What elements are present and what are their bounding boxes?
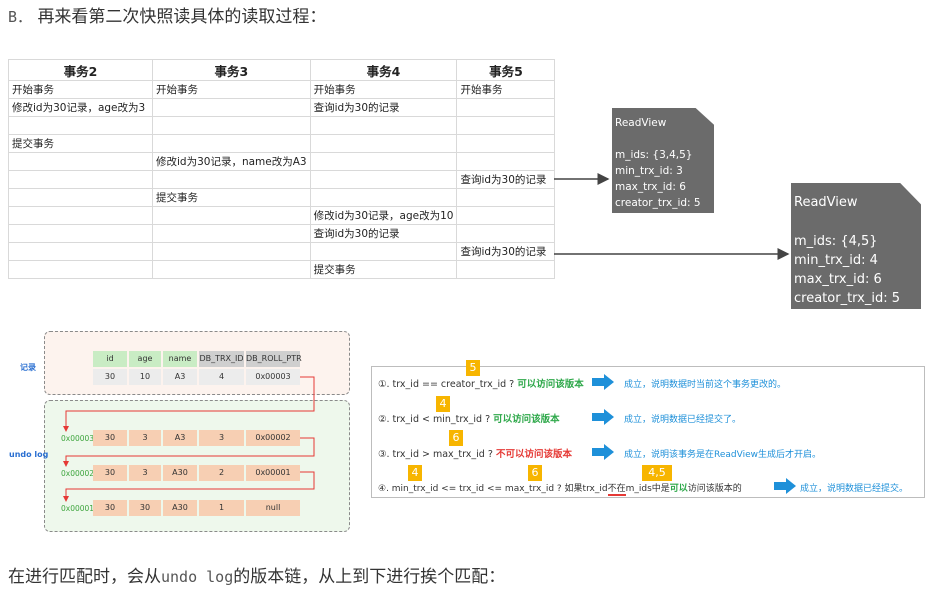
- undo-cell: A3: [163, 430, 197, 446]
- table-row: 查询id为30的记录: [8, 242, 556, 261]
- readview2-mids: m_ids: {4,5}: [794, 234, 878, 249]
- table-cell: 查询id为30的记录: [456, 170, 556, 189]
- heading-prefix: B．: [8, 8, 33, 26]
- rule3-arrow-icon: [592, 444, 614, 460]
- undo-cell: 2: [199, 465, 244, 481]
- rule3-line: ③. trx_id > max_trx_id ? 不可以访问该版本: [378, 446, 572, 460]
- readview2-title: ReadView: [794, 195, 858, 210]
- readview1-creator: creator_trx_id: 5: [615, 197, 701, 209]
- heading-text: 再来看第二次快照读具体的读取过程：: [37, 7, 327, 27]
- rule1-text: ①. trx_id == creator_trx_id ?: [378, 379, 515, 390]
- undo-cell: 1: [199, 500, 244, 516]
- readview1-title: ReadView: [615, 117, 667, 129]
- rule1-line: ①. trx_id == creator_trx_id ? 可以访问该版本: [378, 376, 584, 390]
- undo-cell: 3: [129, 465, 161, 481]
- footer-b: 的版本链，从上到下进行挨个匹配：: [233, 567, 506, 587]
- readview1-mids: m_ids: {3,4,5}: [615, 149, 693, 161]
- undo-address: 0x00002: [61, 469, 95, 478]
- footer-a: 在进行匹配时，会从: [8, 567, 161, 587]
- record-header-cell: DB_TRX_ID: [199, 351, 244, 367]
- readview2-creator: creator_trx_id: 5: [794, 291, 900, 306]
- rule4-arrow-icon: [774, 478, 796, 494]
- undo-cell: 3: [129, 430, 161, 446]
- rule1-conclusion: 成立，说明数据时当前这个事务更改的。: [624, 380, 787, 390]
- table-cell: [456, 260, 556, 279]
- rule4-text-b: m_ids中是: [625, 484, 670, 494]
- record-current-cell: 30: [93, 369, 127, 385]
- rule3-text: ③. trx_id > max_trx_id ?: [378, 449, 493, 460]
- rule4-badge-a: 4: [408, 465, 422, 481]
- rule1-result: 可以访问该版本: [517, 379, 584, 390]
- rule4-badge-b: 6: [528, 465, 542, 481]
- readview-card-2: ReadView m_ids: {4,5} min_trx_id: 4 max_…: [791, 183, 921, 309]
- chain-arrow-2: [63, 437, 315, 467]
- rule2-conclusion: 成立，说明数据已经提交了。: [624, 415, 742, 425]
- rule2-arrow-icon: [592, 409, 614, 425]
- rules-box: 5 ①. trx_id == creator_trx_id ? 可以访问该版本 …: [371, 360, 925, 498]
- rule1-arrow-icon: [592, 374, 614, 390]
- record-header-cell: name: [163, 351, 197, 367]
- table-cell: 修改id为30记录，name改为A3: [152, 152, 311, 171]
- record-header-cell: DB_ROLL_PTR: [246, 351, 302, 367]
- undo-address: 0x00003: [61, 434, 95, 443]
- readview2-min: min_trx_id: 4: [794, 253, 878, 268]
- undo-cell: 3: [199, 430, 244, 446]
- rule4-text-c: 访问该版本的: [687, 484, 742, 494]
- rule2-text: ②. trx_id < min_trx_id ?: [378, 414, 491, 425]
- undo-cell: A30: [163, 465, 197, 481]
- undo-cell: 0x00001: [246, 465, 300, 481]
- undo-cell: A30: [163, 500, 197, 516]
- rule3-result: 不可以访问该版本: [495, 449, 572, 460]
- table-row: 查询id为30的记录: [8, 170, 556, 189]
- table-cell: 修改id为30记录，age改为3: [8, 98, 153, 117]
- undo-cell: 0x00002: [246, 430, 300, 446]
- undo-cell: 30: [129, 500, 161, 516]
- undo-cell: 30: [93, 430, 127, 446]
- table-row: 提交事务: [8, 188, 556, 207]
- rule3-conclusion: 成立，说明该事务是在ReadView生成后才开启。: [624, 450, 821, 460]
- record-current-cell: 4: [199, 369, 244, 385]
- undo-cell: null: [246, 500, 300, 516]
- record-label: 记录: [20, 363, 36, 372]
- rule4-line: ④. min_trx_id <= trx_id <= max_trx_id ? …: [378, 481, 742, 496]
- record-header-cell: id: [93, 351, 127, 367]
- undo-address: 0x00001: [61, 504, 95, 513]
- footer-mono: undo log: [161, 568, 234, 586]
- rule4-result: 可以: [669, 484, 688, 494]
- readview1-min: min_trx_id: 3: [615, 165, 683, 177]
- record-current-cell: 10: [129, 369, 161, 385]
- rule2-badge: 4: [436, 396, 450, 412]
- rule4-text-a: ④. min_trx_id <= trx_id <= max_trx_id ? …: [378, 484, 608, 494]
- section-heading: B． 再来看第二次快照读具体的读取过程：: [8, 2, 326, 27]
- chain-arrow-3: [63, 471, 315, 502]
- readview2-max: max_trx_id: 6: [794, 272, 882, 287]
- readview-card-1: ReadView m_ids: {3,4,5} min_trx_id: 3 ma…: [612, 108, 714, 213]
- undo-cell: 30: [93, 465, 127, 481]
- table-row: [8, 116, 556, 135]
- rule2-result: 可以访问该版本: [493, 414, 560, 425]
- undo-log-label: undo log: [9, 450, 49, 459]
- record-current-cell: A3: [163, 369, 197, 385]
- record-current-cell: 0x00003: [246, 369, 300, 385]
- record-header-cell: age: [129, 351, 161, 367]
- chain-arrow-1: [63, 376, 315, 432]
- table-cell: [8, 260, 153, 279]
- transaction-table: 事务2 事务3 事务4 事务5 开始事务开始事务开始事务开始事务修改id为30记…: [8, 59, 556, 279]
- rule3-badge: 6: [449, 430, 463, 446]
- table-row: 修改id为30记录，name改为A3: [8, 152, 556, 171]
- rule1-badge: 5: [466, 360, 480, 376]
- readview1-max: max_trx_id: 6: [615, 181, 686, 193]
- footer-text: 在进行匹配时，会从undo log的版本链，从上到下进行挨个匹配：: [8, 562, 505, 587]
- rule2-line: ②. trx_id < min_trx_id ? 可以访问该版本: [378, 411, 560, 425]
- table-row: 提交事务: [8, 134, 556, 153]
- table-row: 提交事务: [8, 260, 556, 279]
- undo-cell: 30: [93, 500, 127, 516]
- rule4-text-red: 不在: [607, 484, 626, 496]
- rule4-badge-c: 4,5: [642, 465, 672, 481]
- table-cell: 提交事务: [309, 260, 458, 279]
- rule4-conclusion: 成立，说明数据已经提交。: [800, 484, 909, 494]
